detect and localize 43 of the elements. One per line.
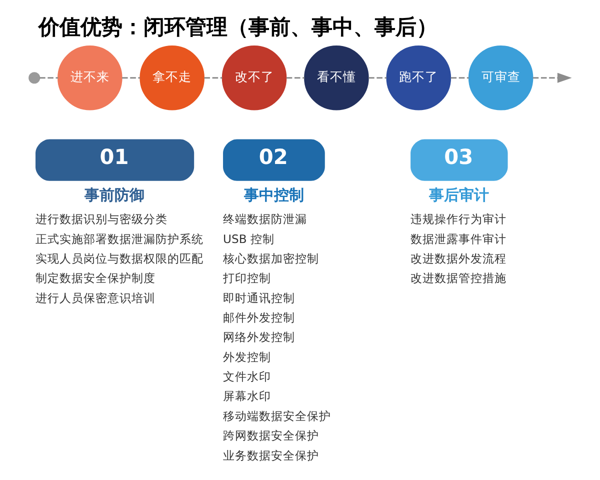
node-label: 核心数据加密控制 bbox=[223, 250, 320, 265]
node-label: 制定数据安全保护制度 bbox=[36, 270, 156, 285]
node-box: 02 bbox=[223, 138, 325, 180]
node-circle: 可审查 bbox=[468, 44, 534, 110]
node-label: 邮件外发控制 bbox=[223, 310, 296, 324]
connector bbox=[368, 76, 387, 78]
connector bbox=[40, 76, 58, 78]
node-label: 即时通讯控制 bbox=[223, 290, 296, 304]
connector bbox=[286, 76, 304, 78]
node-label: 外发控制 bbox=[223, 349, 272, 364]
node-circle: 改不了 bbox=[222, 44, 287, 110]
node-label: 跨网数据安全保护 bbox=[223, 428, 320, 442]
node-box: 03 bbox=[410, 138, 508, 180]
connector bbox=[204, 76, 222, 78]
node-circle: 进不来 bbox=[58, 44, 122, 110]
node-label: 实现人员岗位与数据权限的匹配 bbox=[36, 250, 204, 265]
node-label: 正式实施部署数据泄漏防护系统 bbox=[36, 231, 204, 246]
connector bbox=[122, 76, 140, 78]
node-label: 事前防御 bbox=[84, 185, 145, 204]
node-label: 业务数据安全保护 bbox=[223, 448, 320, 462]
node-label: USB 控制 bbox=[223, 231, 274, 246]
node-label: 违规操作行为审计 bbox=[410, 212, 507, 226]
node-label: 事后审计 bbox=[429, 185, 490, 204]
node-circle: 看不懂 bbox=[304, 44, 369, 110]
node-label: 事中控制 bbox=[244, 185, 304, 204]
node-label: 文件水印 bbox=[223, 369, 272, 384]
node-label: 网络外发控制 bbox=[223, 330, 296, 344]
node-label: 改进数据管控措施 bbox=[410, 270, 507, 285]
node-box: 01 bbox=[36, 138, 194, 180]
node-label: 移动端数据安全保护 bbox=[223, 408, 332, 422]
connector bbox=[450, 76, 469, 78]
diagram-title: 价值优势：闭环管理（事前、事中、事后） bbox=[38, 14, 438, 38]
node-label: 进行人员保密意识培训 bbox=[36, 290, 156, 304]
node-label: 改进数据外发流程 bbox=[410, 250, 507, 265]
node-label: 打印控制 bbox=[223, 270, 272, 285]
node-label: 数据泄露事件审计 bbox=[410, 231, 507, 246]
node-circle: 拿不走 bbox=[140, 44, 204, 110]
node-label: 屏幕水印 bbox=[223, 388, 272, 403]
node-label: 终端数据防泄漏 bbox=[223, 212, 308, 226]
node-circle bbox=[28, 72, 40, 84]
node-label: 进行数据识别与密级分类 bbox=[36, 212, 168, 226]
arrow bbox=[532, 72, 572, 82]
node-circle: 跑不了 bbox=[386, 44, 452, 110]
